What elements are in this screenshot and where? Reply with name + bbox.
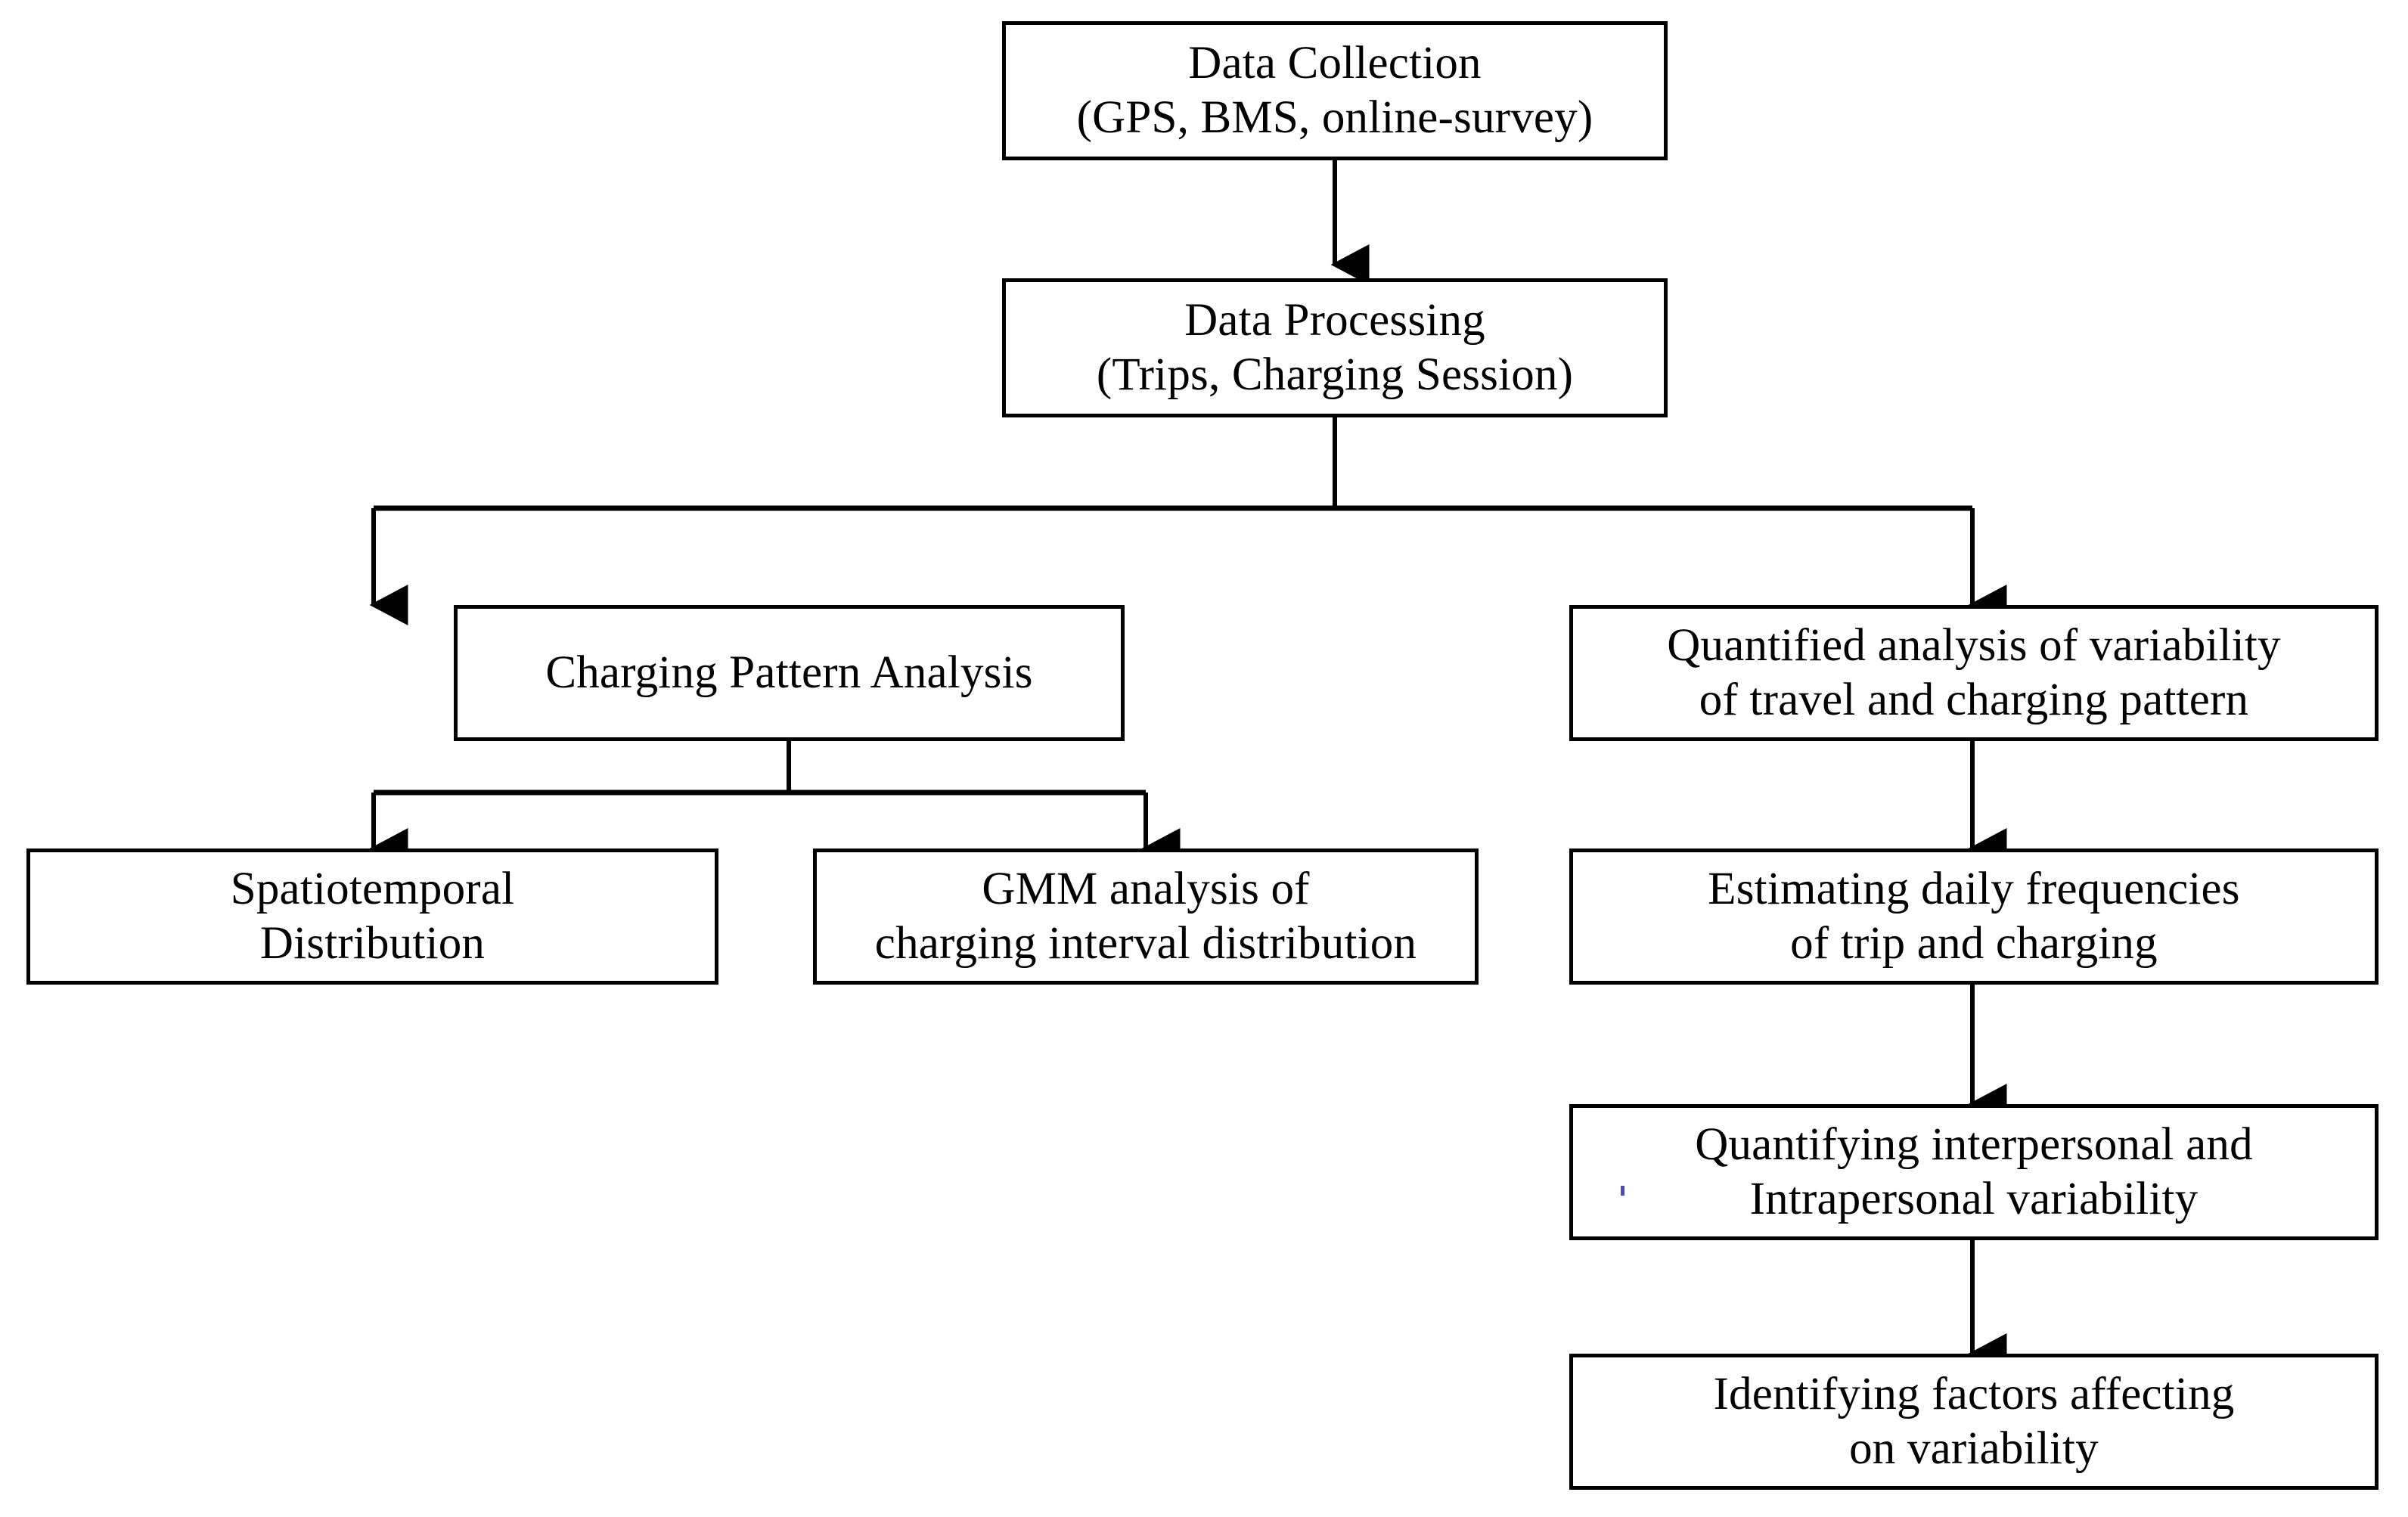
edge-processing-split-bus bbox=[374, 417, 1972, 511]
node-quantifying-variability[interactable]: Quantifying interpersonal and Intraperso… bbox=[1569, 1104, 2379, 1240]
node-quantified-analysis-variability-line-1: Quantified analysis of variability bbox=[1667, 620, 2281, 672]
node-quantified-analysis-variability[interactable]: Quantified analysis of variability of tr… bbox=[1569, 605, 2379, 741]
node-quantifying-variability-line-2: Intrapersonal variability bbox=[1749, 1174, 2199, 1224]
node-gmm-analysis-line-2: charging interval distribution bbox=[874, 918, 1417, 969]
node-spatiotemporal-distribution[interactable]: Spatiotemporal Distribution bbox=[26, 848, 718, 985]
node-data-collection-line-2: (GPS, BMS, online-survey) bbox=[1076, 92, 1593, 143]
node-quantified-analysis-variability-line-2: of travel and charging pattern bbox=[1699, 675, 2249, 725]
node-estimating-daily-frequencies-line-2: of trip and charging bbox=[1790, 918, 2158, 969]
node-charging-pattern-analysis[interactable]: Charging Pattern Analysis bbox=[454, 605, 1125, 741]
node-identifying-factors[interactable]: Identifying factors affecting on variabi… bbox=[1569, 1354, 2379, 1490]
node-data-collection-line-1: Data Collection bbox=[1188, 38, 1482, 89]
node-data-processing-line-1: Data Processing bbox=[1184, 295, 1485, 346]
node-gmm-analysis-line-1: GMM analysis of bbox=[982, 864, 1310, 915]
node-estimating-daily-frequencies-line-1: Estimating daily frequencies bbox=[1708, 864, 2240, 915]
node-data-collection[interactable]: Data Collection (GPS, BMS, online-survey… bbox=[1002, 21, 1668, 160]
node-identifying-factors-line-2: on variability bbox=[1849, 1423, 2099, 1474]
edge-charging-split-bus bbox=[374, 741, 1146, 796]
node-quantifying-variability-line-1: Quantifying interpersonal and bbox=[1695, 1119, 2253, 1171]
node-identifying-factors-line-1: Identifying factors affecting bbox=[1713, 1369, 2235, 1420]
node-spatiotemporal-distribution-line-2: Distribution bbox=[259, 918, 486, 969]
node-data-processing[interactable]: Data Processing (Trips, Charging Session… bbox=[1002, 278, 1668, 417]
node-charging-pattern-analysis-line-1: Charging Pattern Analysis bbox=[545, 647, 1033, 699]
node-estimating-daily-frequencies[interactable]: Estimating daily frequencies of trip and… bbox=[1569, 848, 2379, 985]
node-spatiotemporal-distribution-line-1: Spatiotemporal bbox=[230, 864, 515, 915]
node-gmm-analysis[interactable]: GMM analysis of charging interval distri… bbox=[813, 848, 1479, 985]
scan-artifact-speck bbox=[1621, 1186, 1624, 1196]
node-data-processing-line-2: (Trips, Charging Session) bbox=[1096, 349, 1574, 400]
